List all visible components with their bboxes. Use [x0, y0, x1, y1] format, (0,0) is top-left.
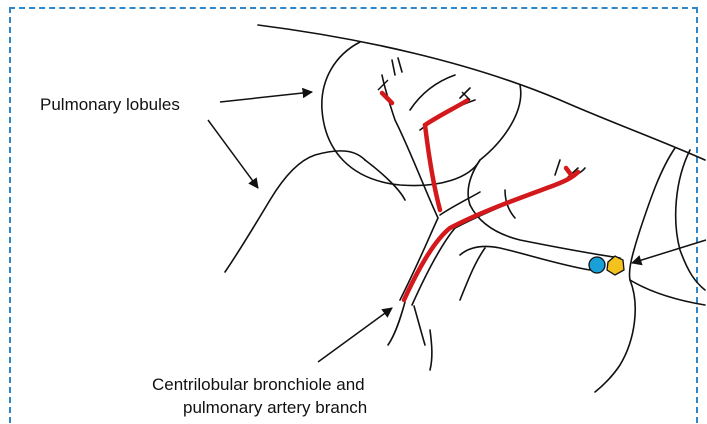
artery-upper [425, 125, 440, 210]
bronchiole-wall-right [412, 168, 585, 305]
arrow-lobule-1 [220, 92, 312, 102]
lobule-outline-7 [460, 248, 485, 300]
lobule-outline-3 [676, 150, 705, 290]
arrow-bronchiole [318, 308, 392, 362]
label-pulmonary-lobules: Pulmonary lobules [40, 95, 180, 114]
lymph-node-blue [589, 257, 605, 273]
lobule-outline-left [225, 151, 365, 272]
artery-branches [382, 93, 578, 300]
artery-upper-branch [425, 100, 468, 125]
arrow-lymph [632, 240, 706, 263]
arrow-lobule-2 [208, 120, 258, 188]
lymph-node-yellow [607, 256, 624, 275]
lobule-outline-left-b [365, 160, 405, 200]
label-bronchiole-line1: Centrilobular bronchiole and [152, 375, 365, 394]
artery-tip-2 [566, 168, 572, 176]
label-bronchiole-line2: pulmonary artery branch [183, 398, 367, 417]
lobule-septum-2 [629, 148, 675, 280]
pleural-surface [258, 25, 705, 160]
lobule-outline-2 [470, 205, 620, 258]
lobule-outline-5 [595, 280, 635, 392]
lobule-septum-1 [468, 85, 521, 205]
lobule-outline-4 [630, 280, 705, 305]
